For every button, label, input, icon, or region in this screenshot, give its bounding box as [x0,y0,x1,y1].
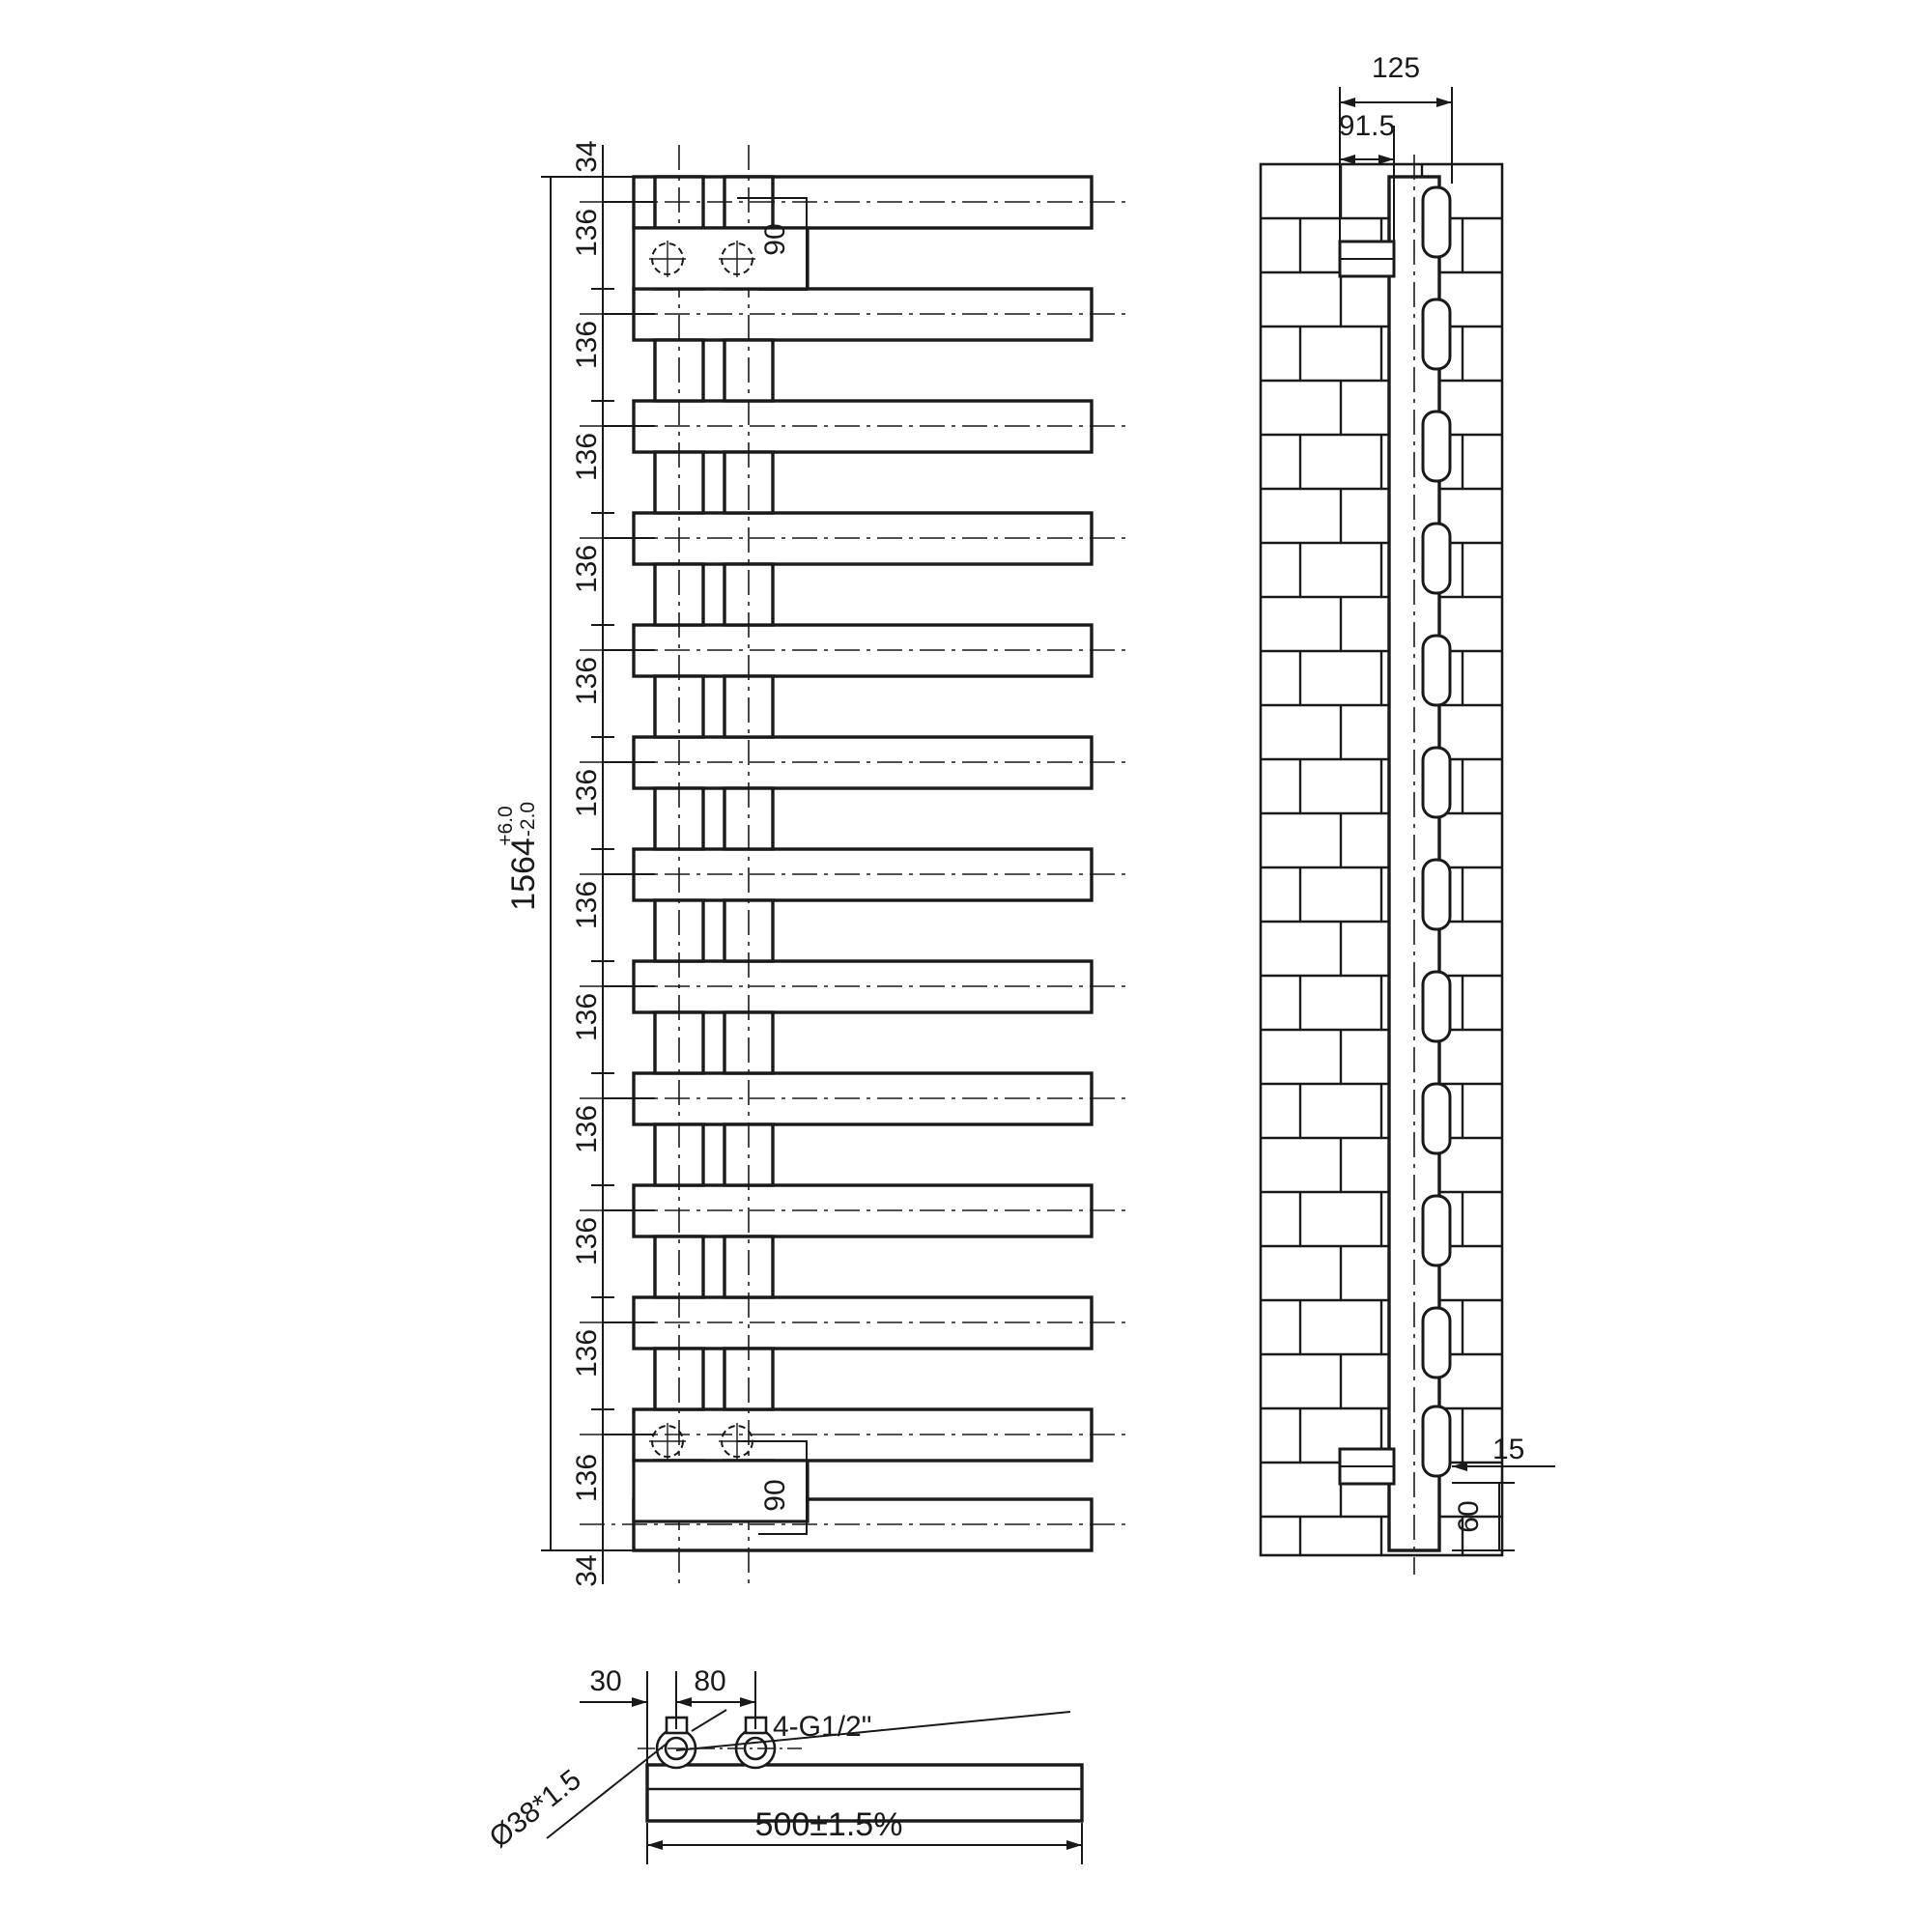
side-dimensions [1339,87,1555,1551]
arrow-915-left [1340,155,1355,164]
rung-tab [1421,185,1452,259]
manifold-seg [653,674,705,739]
arrow-500-left [647,1840,663,1850]
arrow-125-right [1436,98,1452,107]
front-assembly: 90 90 [580,145,1125,1589]
front-dimension-chain [541,145,1092,1584]
arrow-80-left [676,1697,692,1707]
overall-height-value: 1564 [505,838,542,911]
pitch-labels: 136 136 136 136 136 136 136 136 136 136 … [571,209,603,1502]
arrow-15 [1452,1462,1467,1471]
bottom-offset-label: 34 [571,1554,603,1586]
rung-tab [1421,1082,1452,1155]
edge-to-port-label: 30 [589,1665,621,1697]
rung-tab [1421,410,1452,483]
pitch-label: 136 [571,657,603,705]
thread-leader-b [675,1711,1071,1751]
plan-outline [645,1763,1084,1823]
top-offset-label: 34 [571,140,603,172]
bracket-pitch-bottom [737,1440,808,1535]
top-bracket-hole-crosses [649,241,755,277]
brick-wall [1259,162,1504,1557]
pitch-label: 136 [571,993,603,1041]
pitch-label: 136 [571,433,603,481]
bottom-plan-view [546,1671,1084,1864]
plan-dimensions [546,1671,1083,1864]
rung-tab [1421,1405,1452,1478]
rung-tab [1421,1194,1452,1267]
arrow-500-right [1066,1840,1082,1850]
rung-tab [1421,746,1452,819]
rung-tabs [1421,185,1452,1478]
arrow-125-left [1340,98,1355,107]
rung-centrelines [580,201,1125,1525]
rung-tab [1421,1306,1452,1379]
pitch-label: 136 [571,321,603,369]
arrow-30 [632,1697,647,1707]
rung-tab [1421,522,1452,595]
overall-height-tol-upper: +6.0 [495,806,517,845]
port-spacing-label: 80 [694,1665,725,1697]
dim-leaders [603,201,655,1435]
pitch-leader-bottom [737,1440,808,1535]
bracket-pitch-top [737,197,808,291]
depth-label: 125 [1372,52,1420,84]
side-view [1259,87,1555,1575]
pitch-label: 136 [571,769,603,817]
rung-tab [1421,298,1452,371]
wall-brackets [1338,240,1396,1486]
pitch-label: 136 [571,1105,603,1153]
pitch-label-last: 136 [571,1454,603,1502]
overall-height-tol-lower: -2.0 [517,802,539,837]
pitch-label: 136 [571,1217,603,1265]
rung-tab [1421,858,1452,931]
thread-leader-a [691,1709,727,1732]
tube-leader [546,1743,668,1839]
pitch-label: 136 [571,1329,603,1378]
manifold-centrelines [678,145,750,1589]
top-bracket-pitch-label: 90 [759,223,791,255]
manifold-depth-label: 60 [1453,1500,1485,1532]
pitch-label: 136 [571,881,603,929]
thread-spec-label: 4-G1/2" [773,1711,871,1743]
pitch-leader-top [737,197,808,291]
overall-width-label: 500±1.5% [755,1806,903,1843]
wall-to-centre-label: 91.5 [1339,110,1395,142]
bottom-bracket-pitch-label: 90 [759,1479,791,1511]
rung-tab [1421,970,1452,1043]
rung-tab [1421,634,1452,707]
arrow-80-right [740,1697,755,1707]
plan-body [645,1763,1084,1823]
bracket-offset-label: 15 [1492,1434,1524,1465]
pitch-label: 136 [571,209,603,257]
pitch-label: 136 [571,545,603,593]
arrow-915-right [1378,155,1394,164]
